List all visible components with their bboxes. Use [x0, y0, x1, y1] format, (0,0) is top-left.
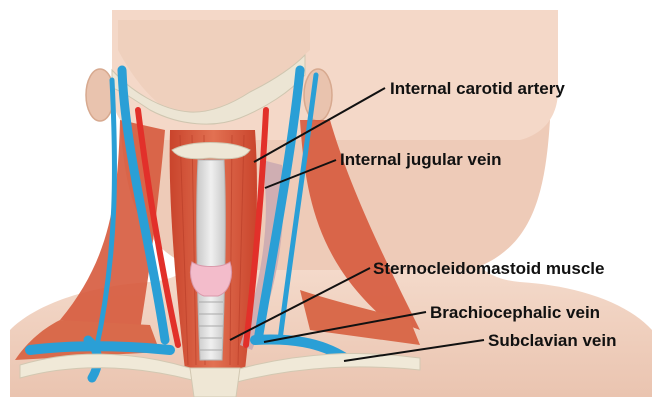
- sternum: [190, 368, 240, 397]
- trachea: [197, 160, 226, 360]
- thyroid-gland: [191, 262, 232, 296]
- left-ear: [86, 69, 114, 121]
- label-internal-jugular-vein: Internal jugular vein: [340, 150, 502, 169]
- label-sternocleidomastoid-muscle: Sternocleidomastoid muscle: [373, 259, 604, 278]
- label-brachiocephalic-vein: Brachiocephalic vein: [430, 303, 600, 322]
- label-subclavian-vein: Subclavian vein: [488, 331, 617, 350]
- label-internal-carotid-artery: Internal carotid artery: [390, 79, 565, 98]
